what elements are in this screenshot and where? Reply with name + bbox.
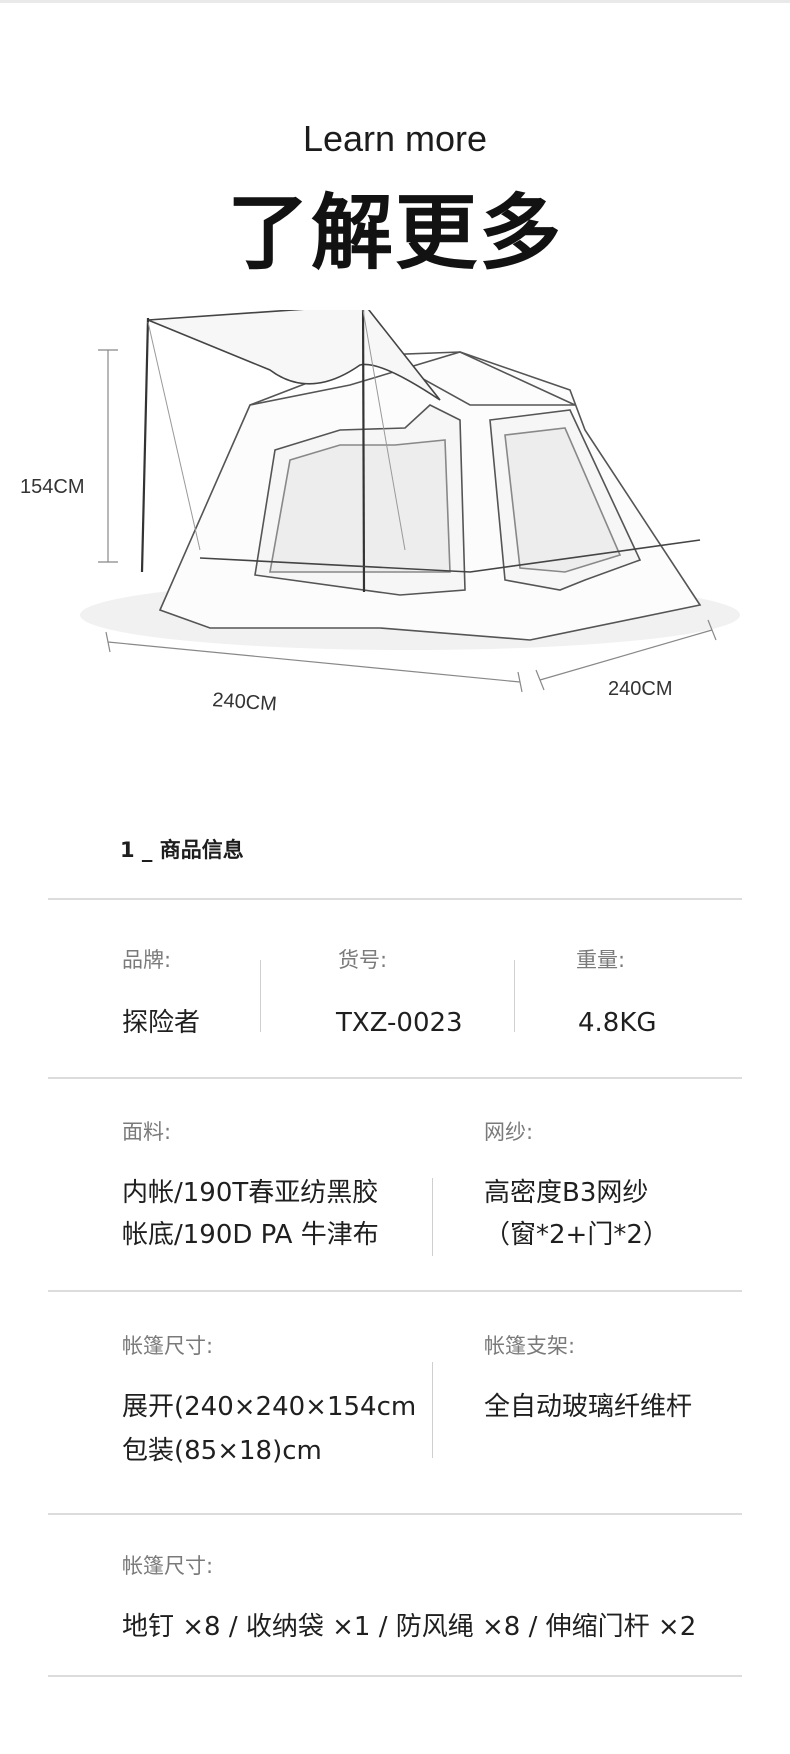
fabric-value-line2: 帐底/190D PA 牛津布 (122, 1220, 379, 1250)
brand-value: 探险者 (122, 1008, 201, 1038)
mesh-value-line2: （窗*2+门*2） (484, 1220, 669, 1250)
tent-dimension-diagram: 154CM 240CM 240CM (20, 310, 740, 715)
weight-value: 4.8KG (578, 1008, 657, 1038)
divider-5 (48, 1675, 742, 1677)
divider-1 (48, 898, 742, 900)
tent-size-line2: 包装(85×18)cm (122, 1436, 322, 1466)
divider-3 (48, 1290, 742, 1292)
accessories-label: 帐篷尺寸: (122, 1554, 214, 1578)
heading-english: Learn more (302, 118, 488, 159)
fabric-label: 面料: (122, 1120, 172, 1144)
tent-outline (140, 310, 702, 641)
fabric-value-line1: 内帐/190T春亚纺黑胶 (122, 1178, 379, 1208)
mesh-label: 网纱: (484, 1120, 534, 1144)
height-dimension-label: 154CM (20, 476, 84, 498)
frame-value: 全自动玻璃纤维杆 (484, 1392, 693, 1422)
depth-dimension-label: 240CM (608, 678, 672, 700)
divider-4 (48, 1513, 742, 1515)
column-divider (432, 1178, 433, 1256)
accessories-value: 地钉 ×8 / 收纳袋 ×1 / 防风绳 ×8 / 伸缩门杆 ×2 (122, 1612, 697, 1642)
column-divider (260, 960, 261, 1032)
column-divider (514, 960, 515, 1032)
column-divider (432, 1362, 433, 1458)
sku-value: TXZ-0023 (336, 1008, 463, 1038)
sku-label: 货号: (338, 948, 388, 972)
divider-2 (48, 1077, 742, 1079)
dimension-lines (98, 349, 717, 693)
width-dimension-label: 240CM (212, 689, 278, 715)
brand-label: 品牌: (122, 948, 172, 972)
top-divider (0, 0, 790, 3)
mesh-value-line1: 高密度B3网纱 (484, 1178, 649, 1208)
weight-label: 重量: (576, 948, 626, 972)
heading-chinese: 了解更多 (226, 186, 563, 281)
frame-label: 帐篷支架: (484, 1334, 576, 1358)
tent-size-label: 帐篷尺寸: (122, 1334, 214, 1358)
tent-size-line1: 展开(240×240×154cm (122, 1392, 417, 1422)
section-title: 1 _ 商品信息 (120, 838, 244, 862)
